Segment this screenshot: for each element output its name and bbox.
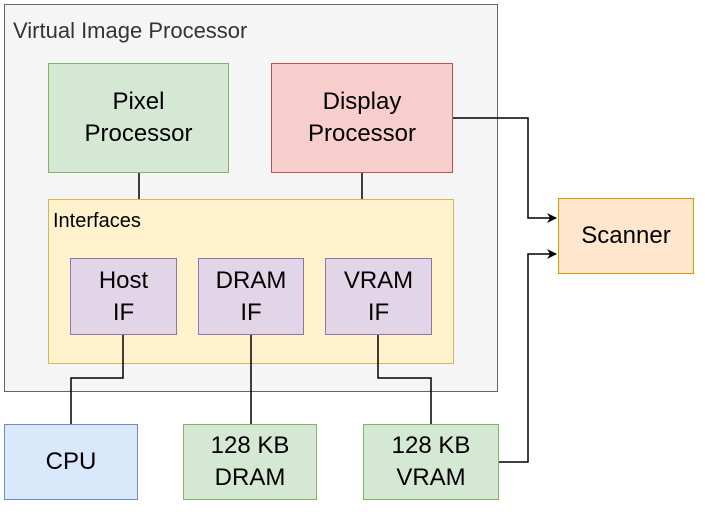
- host-if-label: Host IF: [98, 266, 149, 326]
- vram-if-label: VRAM IF: [343, 266, 414, 326]
- pixel-processor-label: Pixel Processor: [84, 88, 193, 147]
- cpu-label: CPU: [45, 448, 97, 475]
- host-if-block: Host IF: [70, 258, 177, 335]
- host-if-to-cpu-line: [70, 335, 124, 424]
- dram-if-label: DRAM IF: [215, 266, 287, 326]
- display-processor-label: Display Processor: [307, 88, 417, 147]
- scanner-label: Scanner: [581, 222, 671, 249]
- dram-if-block: DRAM IF: [198, 258, 304, 335]
- pixel-processor-block: Pixel Processor: [48, 63, 229, 173]
- display-to-scanner-arrow: [453, 117, 557, 223]
- interfaces-title: Interfaces: [53, 210, 141, 232]
- scanner-block: Scanner: [558, 198, 694, 274]
- vram-memory-block: 128 KB VRAM: [363, 424, 499, 500]
- vram-to-scanner-arrow: [499, 249, 557, 463]
- vram-if-to-vram-line: [377, 335, 432, 424]
- dram-memory-block: 128 KB DRAM: [183, 424, 317, 500]
- container-title: Virtual Image Processor: [13, 18, 248, 43]
- display-processor-block: Display Processor: [271, 63, 453, 173]
- vram-memory-label: 128 KB VRAM: [391, 432, 471, 491]
- cpu-block: CPU: [4, 424, 138, 500]
- vram-if-block: VRAM IF: [325, 258, 432, 335]
- dram-memory-label: 128 KB DRAM: [210, 432, 290, 491]
